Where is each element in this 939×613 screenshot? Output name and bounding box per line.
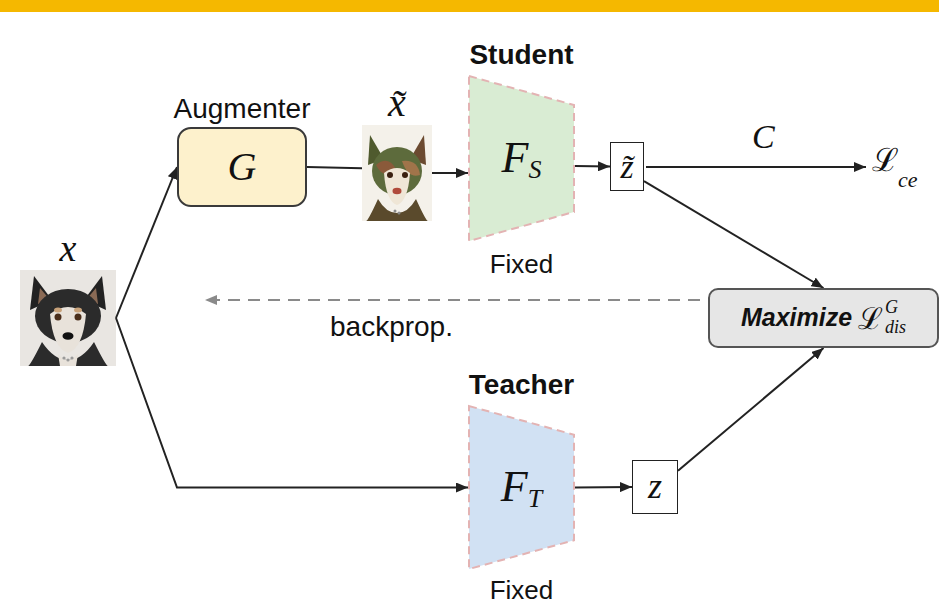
node-label: Maximize bbox=[741, 304, 852, 332]
node-label: G bbox=[885, 298, 898, 318]
label-row: FT bbox=[468, 405, 575, 570]
input-photo bbox=[20, 270, 116, 366]
augmented-image: x̃ bbox=[362, 125, 432, 221]
label-row: FS bbox=[468, 75, 575, 242]
augmented-photo bbox=[362, 125, 432, 221]
node-label: S bbox=[528, 156, 541, 185]
node-heading: Fixed bbox=[490, 250, 554, 279]
node-heading: x bbox=[60, 228, 77, 270]
arrow-connector bbox=[116, 167, 177, 318]
node-heading: Teacher bbox=[469, 370, 574, 401]
feature-box: z̃ bbox=[610, 142, 644, 191]
classifier-arrow bbox=[646, 166, 866, 168]
node-heading: Augmenter bbox=[174, 94, 311, 125]
node-heading: Student bbox=[469, 40, 573, 71]
feature-box: z bbox=[632, 460, 678, 514]
arrow-connector bbox=[575, 486, 632, 489]
arrow-connector bbox=[678, 348, 824, 471]
label-row: G bbox=[179, 129, 305, 205]
arrow-connector bbox=[116, 318, 468, 488]
student-network: StudentFixedFS bbox=[468, 75, 575, 242]
node-label: ℒ bbox=[858, 302, 883, 335]
node-label: G bbox=[228, 145, 257, 189]
network-shape bbox=[469, 406, 574, 569]
node-label: F bbox=[501, 463, 528, 511]
input-image: x bbox=[20, 270, 116, 366]
teacher-network: TeacherFixedFT bbox=[468, 405, 575, 570]
arrow-connector bbox=[432, 172, 468, 174]
node-label: F bbox=[502, 134, 529, 182]
node-heading: Fixed bbox=[490, 576, 554, 605]
network-shape bbox=[469, 76, 574, 241]
arrow-connector bbox=[575, 165, 610, 167]
node-label: dis bbox=[885, 318, 906, 338]
loss-symbol: ℒ bbox=[872, 143, 899, 178]
top-bar bbox=[0, 0, 939, 12]
loss-subscript: ce bbox=[898, 168, 918, 192]
arrow-connector bbox=[644, 181, 824, 288]
node-heading: x̃ bbox=[388, 81, 406, 125]
node-label: z̃ bbox=[620, 148, 633, 185]
node-label: T bbox=[528, 485, 542, 514]
loss-box: MaximizeℒGdis bbox=[708, 288, 939, 348]
label-row: z bbox=[633, 461, 677, 513]
label-row: z̃ bbox=[611, 143, 643, 190]
script-stack: Gdis bbox=[885, 298, 906, 338]
backprop-label: backprop. bbox=[330, 312, 453, 343]
arrow-connector bbox=[307, 167, 362, 168]
classifier-symbol: C bbox=[752, 118, 775, 155]
backprop-arrow bbox=[205, 299, 700, 301]
augmenter-box: AugmenterG bbox=[177, 127, 307, 207]
node-label: z bbox=[648, 467, 662, 507]
label-row: MaximizeℒGdis bbox=[710, 290, 937, 346]
